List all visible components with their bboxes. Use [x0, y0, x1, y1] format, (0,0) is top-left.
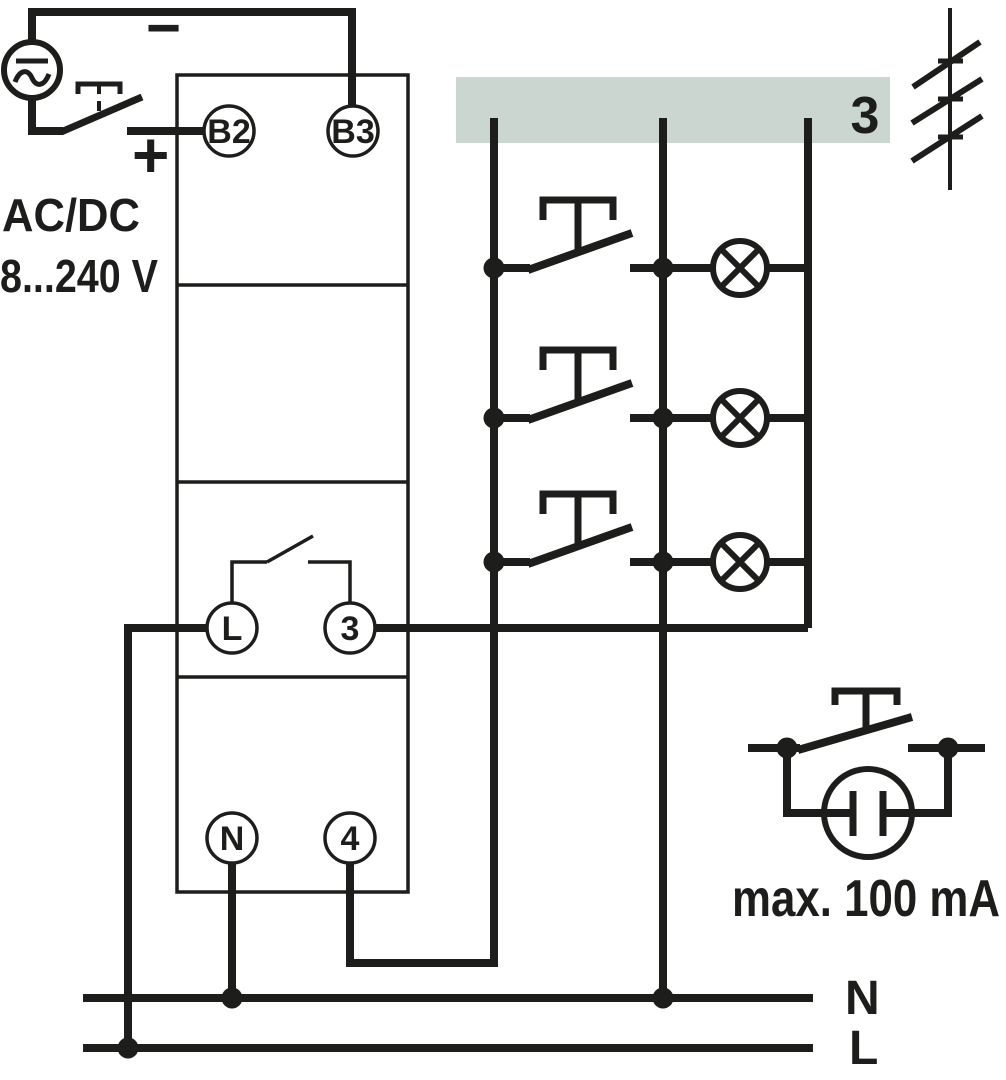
- relay-contact-left: [230, 560, 267, 603]
- terminal-b3: B3: [326, 104, 380, 158]
- terminal-label: B3: [331, 113, 374, 151]
- terminal-circle: [205, 601, 259, 655]
- lamp-icon: [710, 388, 770, 448]
- polarity-minus-label: −: [146, 0, 181, 61]
- wire-button-bus-to-terminal-4: [346, 118, 498, 967]
- terminal-n: N: [205, 811, 259, 865]
- illuminated-pushbutton-inset: max. 100 mA: [732, 687, 1000, 928]
- terminal-label: L: [222, 610, 243, 648]
- device-box: [175, 73, 410, 894]
- junction-dot: [117, 1037, 139, 1059]
- terminal-l: L: [205, 601, 259, 655]
- supply-switch-icon: [59, 81, 205, 136]
- source-circle: [1, 39, 63, 101]
- junction-dot: [937, 737, 959, 759]
- terminal-circle: [326, 104, 380, 158]
- junction-dot: [776, 737, 798, 759]
- conductor-ticks: [938, 58, 963, 140]
- conductor-slash-1: [911, 39, 982, 90]
- bus-conductor-count-label: 3: [851, 87, 880, 145]
- power-source-icon: [1, 39, 63, 101]
- wire-terminal-l-to-line: [124, 624, 206, 1048]
- junction-dot: [652, 257, 674, 279]
- terminal-circle: [202, 104, 256, 158]
- terminal-circle: [205, 811, 259, 865]
- polarity-plus-label: +: [132, 119, 169, 191]
- terminal-circle: [323, 601, 377, 655]
- glow-lamp-left-lead: [783, 748, 853, 817]
- neutral-label: N: [845, 972, 880, 1025]
- lamp-icon: [710, 532, 770, 592]
- supply-range-label: 8...240 V: [0, 250, 158, 302]
- light-circuit-2: [483, 346, 808, 448]
- junction-dot: [652, 987, 674, 1009]
- lamp-icon: [710, 238, 770, 298]
- light-circuit-3: [483, 490, 808, 592]
- junction-dot: [483, 551, 505, 573]
- line-label: L: [849, 1022, 878, 1075]
- source-ac-wave: [12, 69, 52, 87]
- terminal-3: 3: [323, 601, 377, 655]
- glow-lamp-right-lead: [883, 748, 952, 817]
- switch-blade: [59, 93, 144, 136]
- pushbutton-blade: [796, 713, 914, 754]
- terminal-label: N: [220, 820, 245, 858]
- terminal-circle: [323, 811, 377, 865]
- terminal-b2: B2: [202, 104, 256, 158]
- load-note-label: max. 100 mA: [732, 870, 1000, 928]
- terminal-label: 4: [341, 820, 360, 858]
- wire-supply-plus: [28, 98, 63, 135]
- relay-contact-blade: [266, 534, 314, 564]
- terminal-4: 4: [323, 811, 377, 865]
- supply-type-label: AC/DC: [2, 189, 140, 241]
- conductor-count-icon: [910, 8, 984, 190]
- junction-dot: [483, 407, 505, 429]
- bus-bar: 3: [456, 77, 890, 145]
- wire-supply-minus: [28, 8, 356, 106]
- light-circuit-1: [483, 196, 808, 298]
- junction-dot: [652, 551, 674, 573]
- terminal-label: B2: [207, 113, 250, 151]
- junction-dot: [652, 407, 674, 429]
- bus-bar-highlight: [456, 77, 890, 143]
- junction-dot: [483, 257, 505, 279]
- terminal-label: 3: [341, 610, 360, 648]
- relay-contact-icon: [230, 534, 352, 603]
- relay-contact-right: [308, 560, 352, 603]
- glow-lamp-icon: [821, 766, 915, 860]
- junction-dot: [221, 987, 243, 1009]
